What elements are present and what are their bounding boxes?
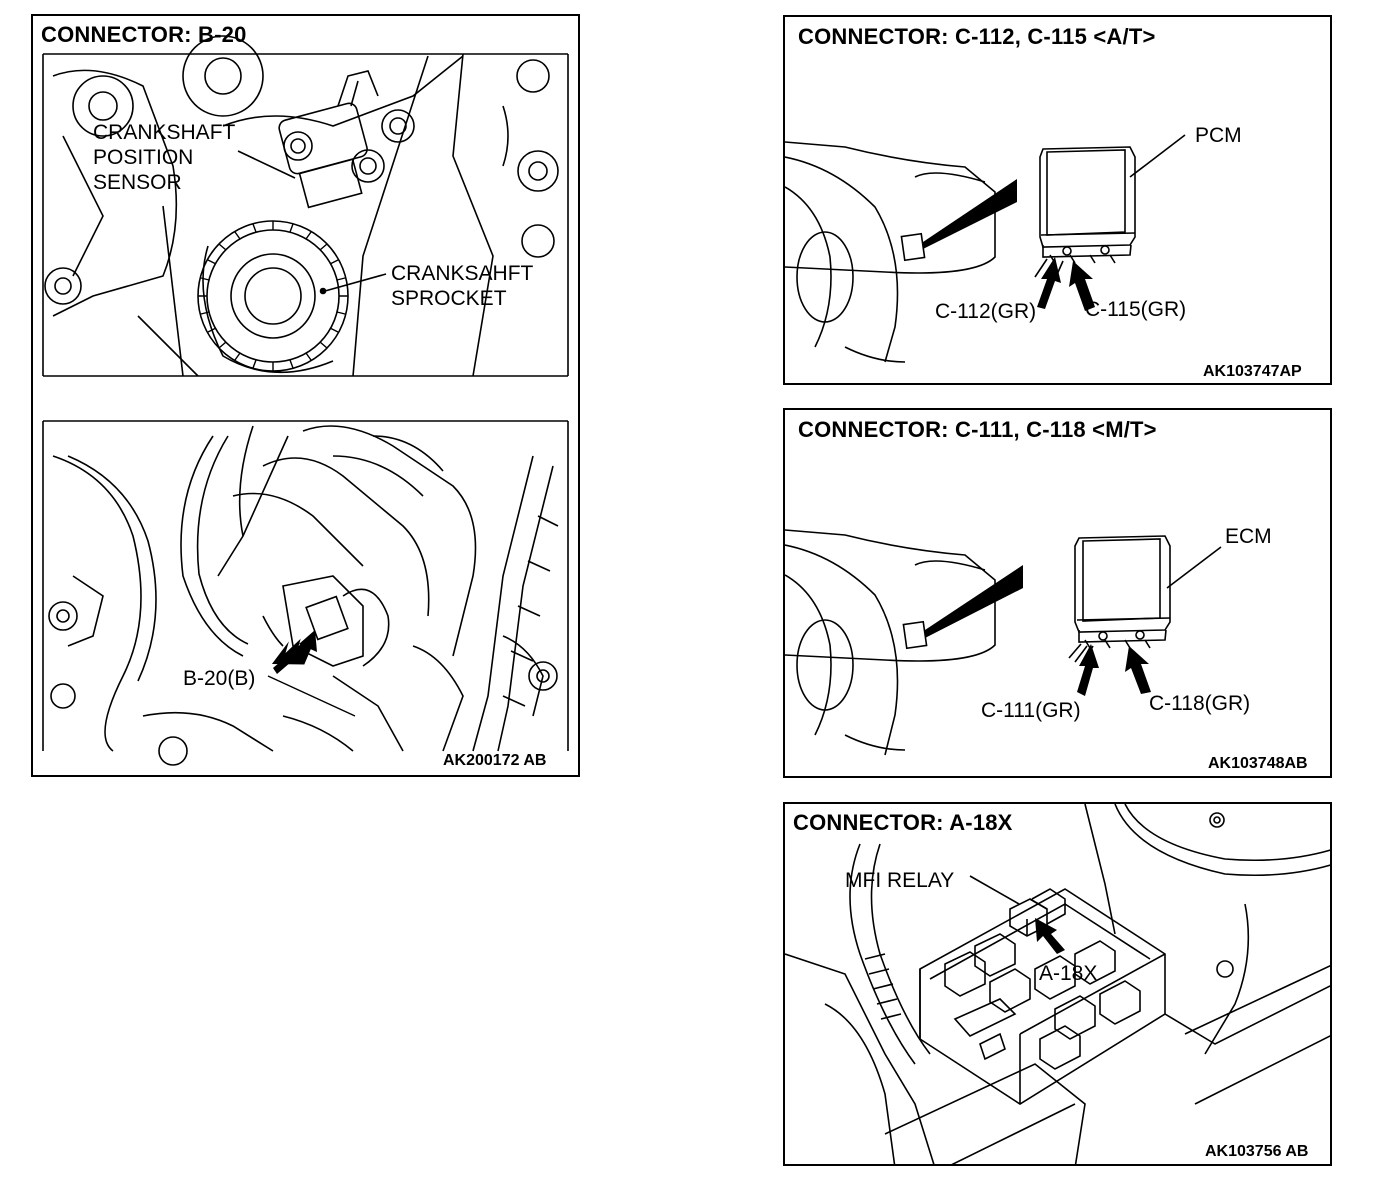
figure-code: AK103747AP <box>1203 363 1302 380</box>
pcm-label: PCM <box>1195 124 1242 147</box>
panel-title: CONNECTOR: C-111, C-118 <M/T> <box>798 417 1157 442</box>
connector-c115-label: C-115(GR) <box>1085 298 1187 321</box>
figure-code: AK200172 AB <box>443 752 547 769</box>
figure-code: AK103748AB <box>1208 755 1308 772</box>
crankshaft-sprocket-label: CRANKSAHFT SPROCKET <box>391 261 533 311</box>
pcm-location-illustration <box>785 134 1186 363</box>
connector-a18x-panel: CONNECTOR: A-18X MFI RELAY A-18X AK10375… <box>783 802 1332 1166</box>
relay-box-illustration <box>785 804 1330 1164</box>
connector-b20-panel: CONNECTOR: B-20 CRANKSHAFT POSITION SENS… <box>31 14 580 777</box>
connector-c111-c118-panel: CONNECTOR: C-111, C-118 <M/T> ECM C-111(… <box>783 408 1332 778</box>
ecm-label: ECM <box>1225 525 1272 548</box>
label-line: POSITION <box>93 146 194 169</box>
connector-c111-label: C-111(GR) <box>981 699 1081 722</box>
mfi-relay-label: MFI RELAY <box>845 869 955 892</box>
crankshaft-engine-illustration <box>42 35 569 766</box>
connector-c112-c115-panel: CONNECTOR: C-112, C-115 <A/T> PCM C-112(… <box>783 15 1332 385</box>
label-line: CRANKSHAFT <box>93 121 236 144</box>
panel-title: CONNECTOR: A-18X <box>793 810 1013 835</box>
label-line: SENSOR <box>93 171 182 194</box>
connector-b20-label: B-20(B) <box>183 667 256 690</box>
connector-a18x-label: A-18X <box>1039 962 1098 985</box>
label-line: CRANKSAHFT <box>391 262 534 285</box>
ecm-location-illustration <box>785 529 1222 756</box>
connector-c112-label: C-112(GR) <box>935 300 1037 323</box>
crankshaft-position-sensor-label: CRANKSHAFT POSITION SENSOR <box>93 120 235 195</box>
panel-title: CONNECTOR: C-112, C-115 <A/T> <box>798 24 1156 49</box>
connector-c118-label: C-118(GR) <box>1149 692 1251 715</box>
panel-title: CONNECTOR: B-20 <box>41 22 247 47</box>
label-line: SPROCKET <box>391 287 507 310</box>
figure-code: AK103756 AB <box>1205 1143 1309 1160</box>
